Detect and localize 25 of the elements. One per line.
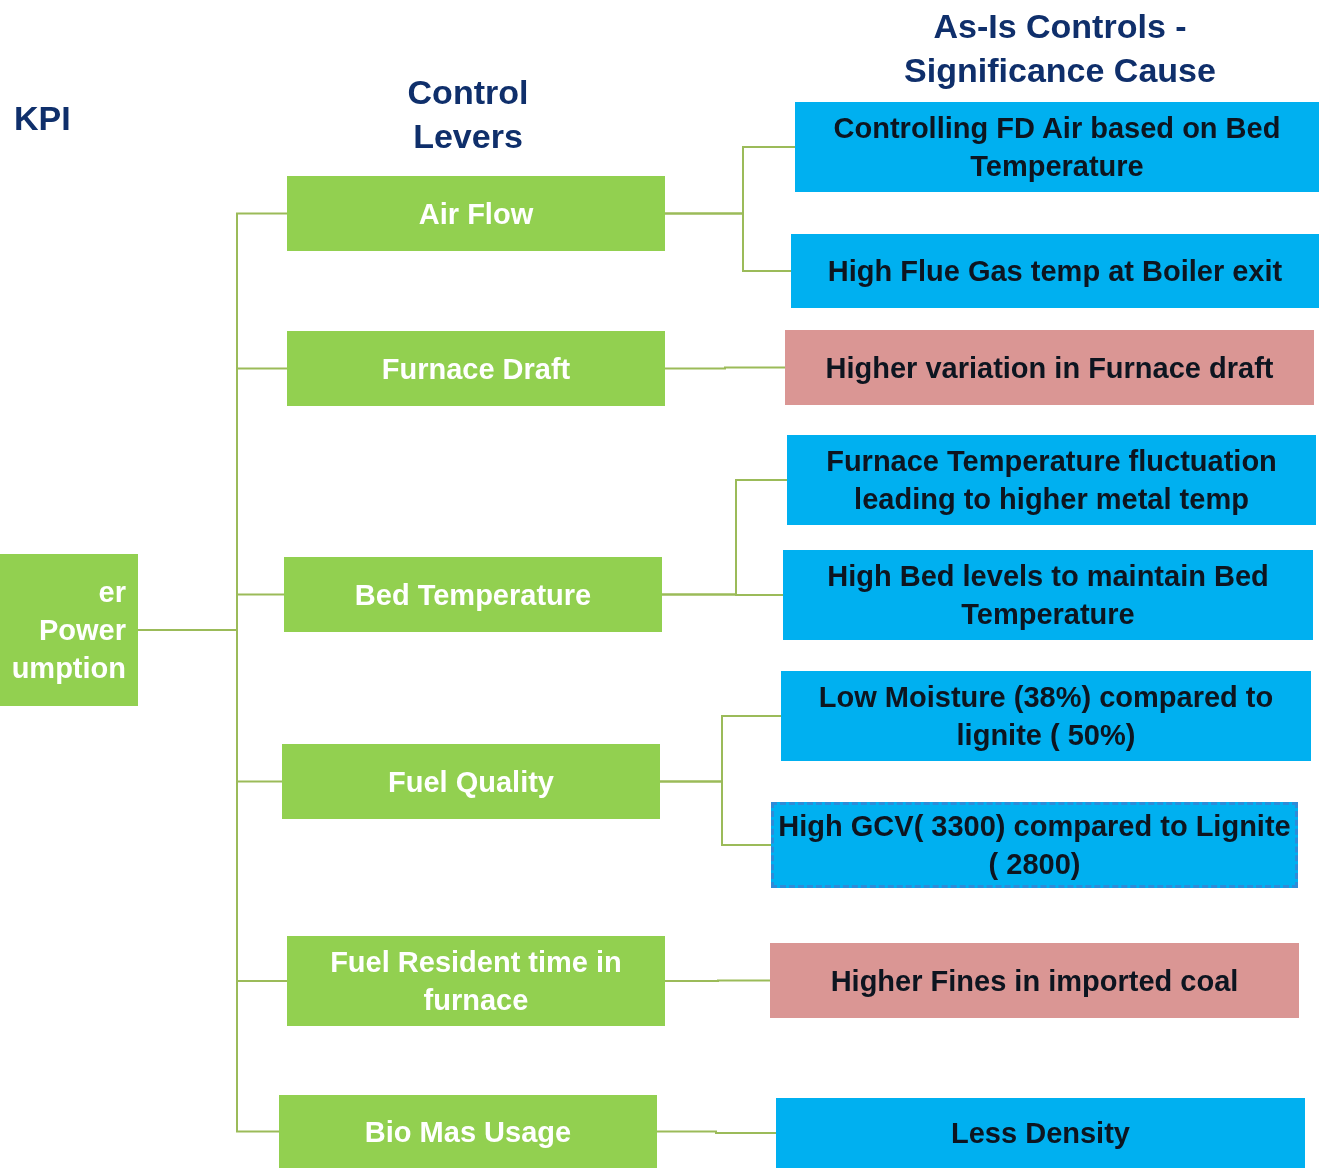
lever-box: Air Flow [287, 176, 665, 251]
cause-box: Less Density [776, 1098, 1305, 1168]
cause-box: Low Moisture (38%) compared to lignite ( 50%) [781, 671, 1311, 761]
connector-line [664, 366, 786, 370]
lever-box: Fuel Quality [282, 744, 660, 819]
cause-box: High Flue Gas temp at Boiler exit [791, 234, 1319, 308]
cause-box: Higher Fines in imported coal [770, 943, 1299, 1018]
connector-line [661, 593, 784, 596]
kpi-box: er Power umption [0, 554, 138, 706]
connector-line [659, 780, 772, 846]
cause-box: Furnace Temperature fluctuation leading to higher metal temp [787, 435, 1316, 525]
column-heading: Control Levers [406, 72, 530, 157]
connector-line [664, 979, 771, 982]
column-heading: As-Is Controls - Significance Cause [903, 6, 1217, 91]
cause-box: High GCV( 3300) compared to Lignite ( 2800) [771, 802, 1298, 888]
lever-box: Furnace Draft [287, 331, 665, 406]
lever-box: Fuel Resident time in furnace [287, 936, 665, 1026]
cause-box: Controlling FD Air based on Bed Temperature [795, 102, 1319, 192]
lever-box: Bio Mas Usage [279, 1095, 657, 1168]
connector-line [664, 212, 792, 272]
cause-box: Higher variation in Furnace draft [785, 330, 1314, 405]
kpi-heading: KPI [14, 98, 72, 139]
lever-box: Bed Temperature [284, 557, 662, 632]
cause-box: High Bed levels to maintain Bed Temperature [783, 550, 1313, 640]
connector-line [656, 1130, 777, 1134]
